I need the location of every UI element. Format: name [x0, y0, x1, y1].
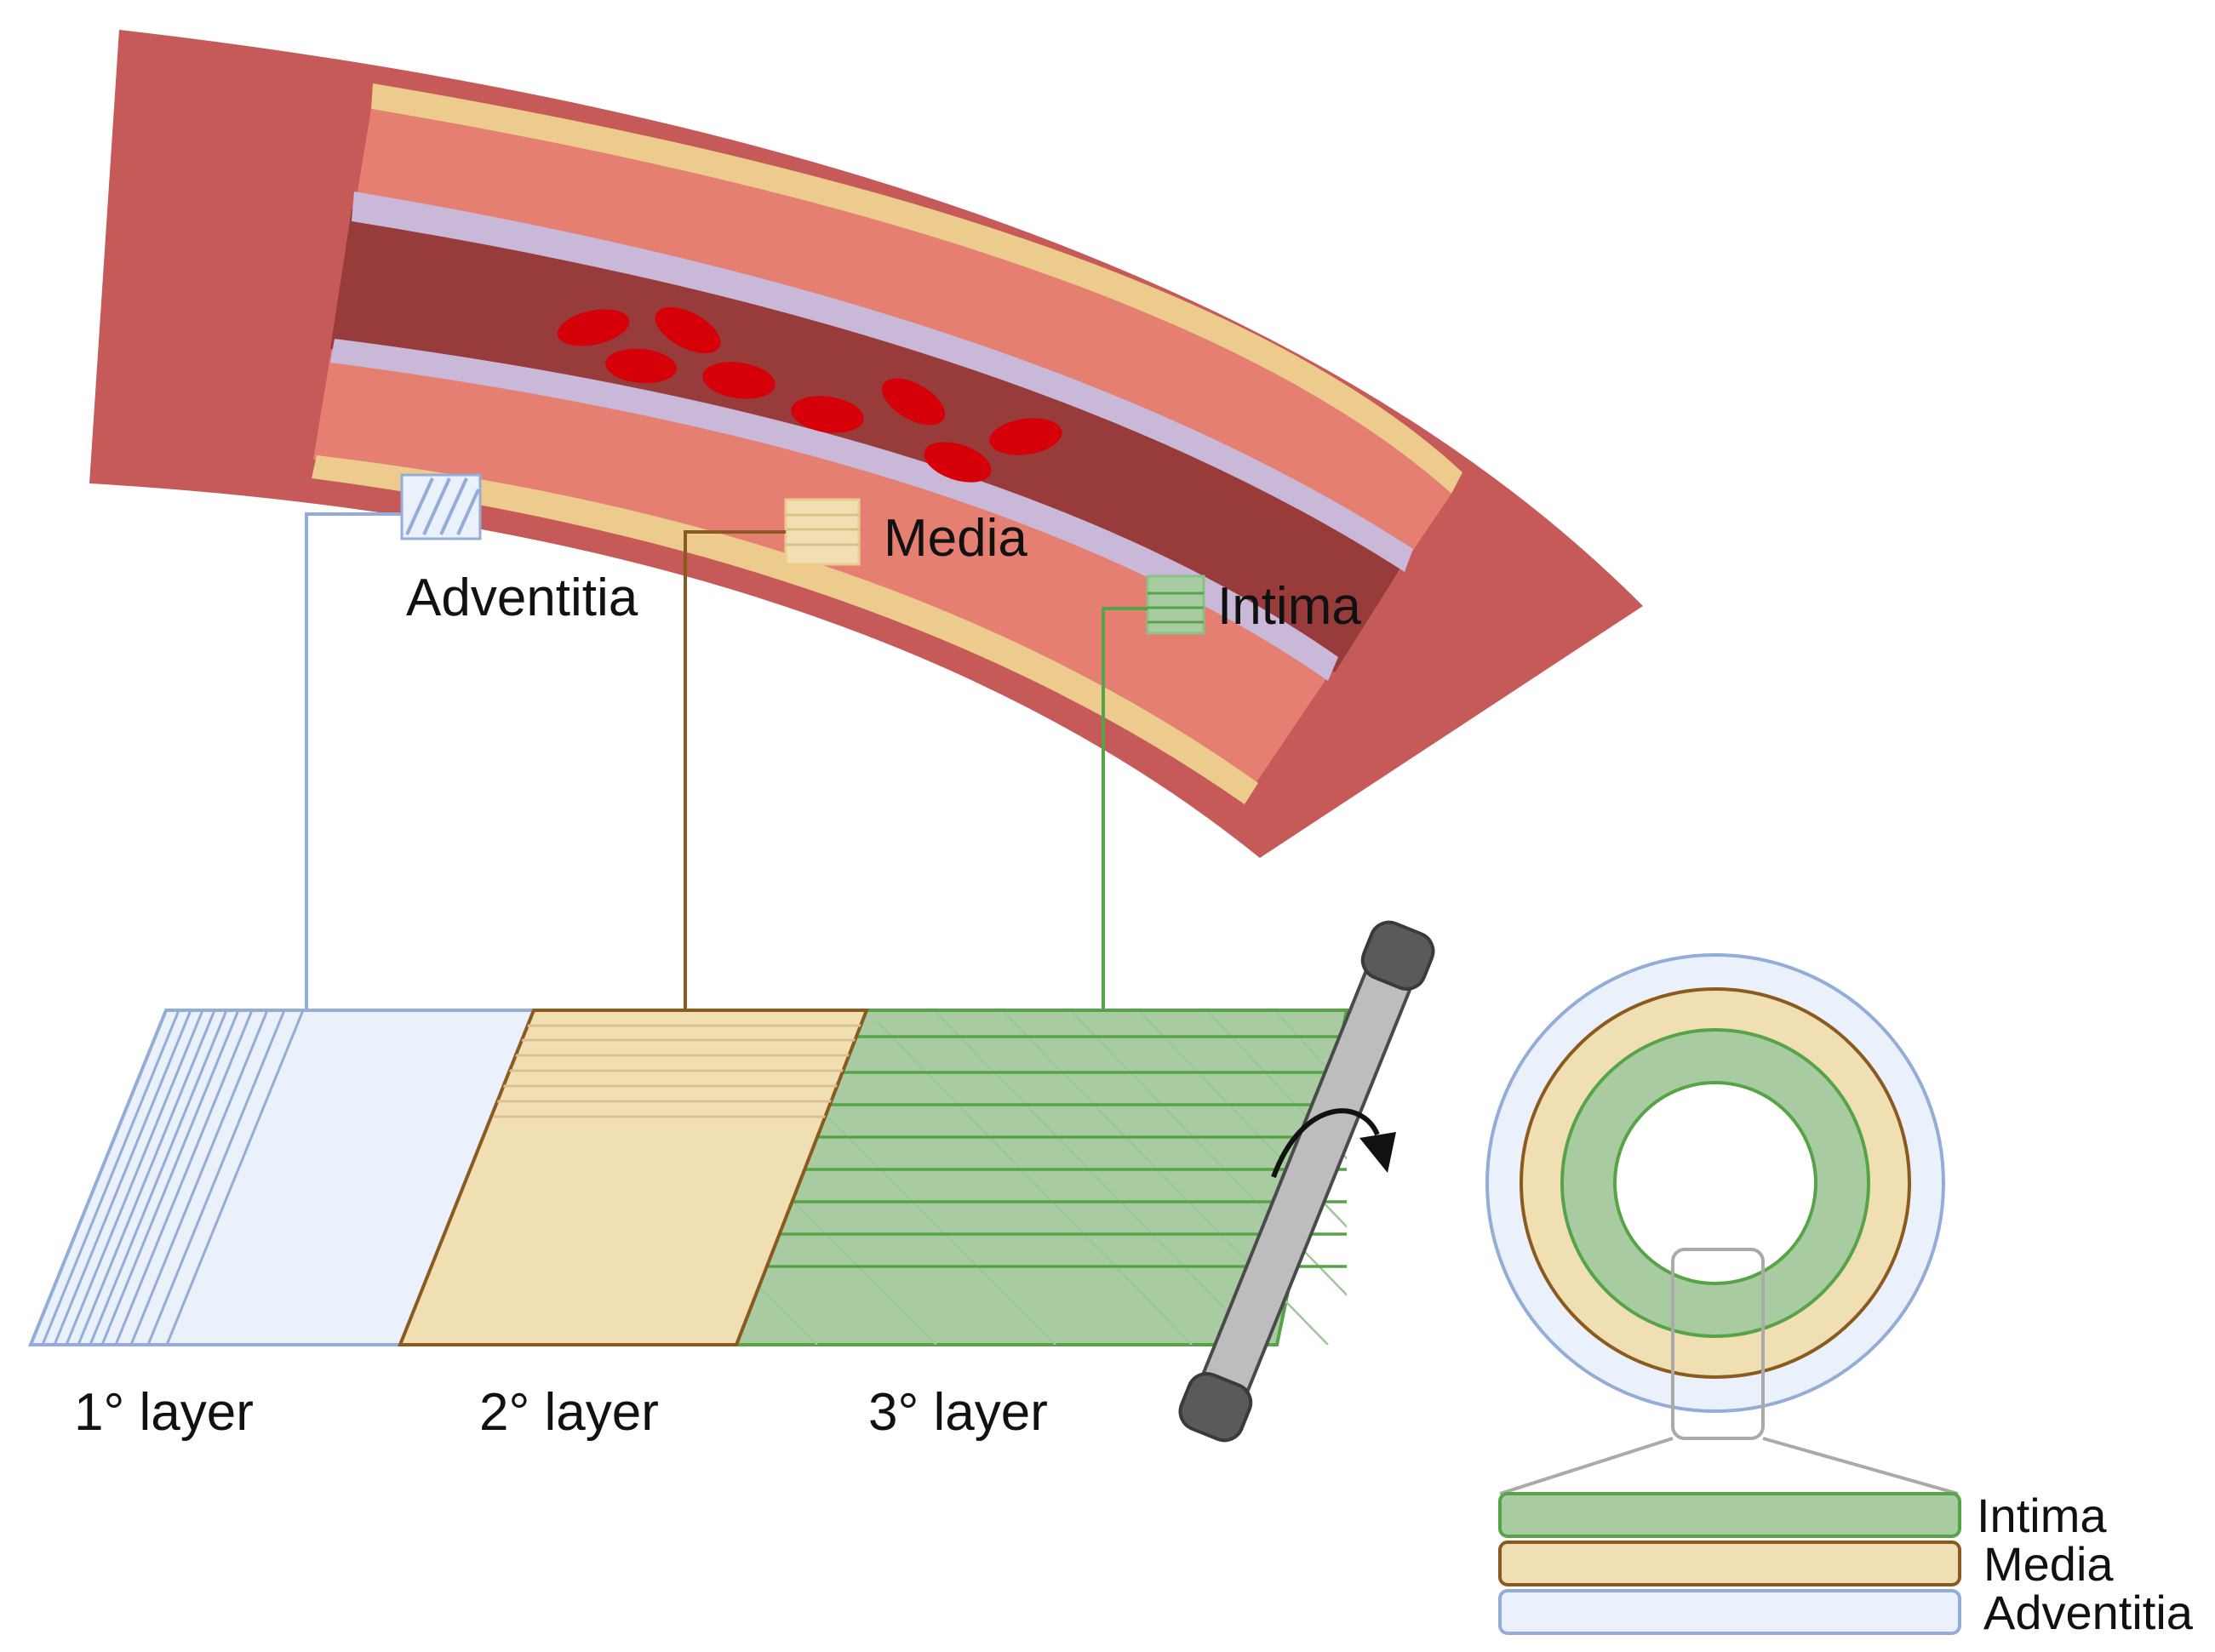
layer-stack: Intima Media Adventitia	[1498, 1489, 2194, 1639]
layer-1-label: 1° layer	[74, 1383, 254, 1442]
lumen-hole	[1613, 1081, 1817, 1285]
zoom-window	[1671, 1248, 1765, 1440]
stack-media	[1498, 1541, 1961, 1586]
blood-vessel	[89, 30, 1643, 858]
blood-cells	[557, 306, 1062, 483]
layer-2-media	[398, 1009, 869, 1346]
intima-band-lower	[330, 339, 1338, 681]
vessel-cross-section	[1485, 953, 1959, 1495]
blood-cell	[989, 418, 1062, 455]
blood-cell	[557, 309, 630, 346]
rotation-arrow-icon	[1271, 1108, 1396, 1179]
stack-adventitia	[1498, 1589, 1961, 1635]
layered-sheet: 1° layer 2° layer 3° layer	[28, 1009, 1349, 1442]
zoom-line-right	[1762, 1437, 1959, 1495]
layer-2-label: 2° layer	[479, 1383, 659, 1442]
vessel-yellow-band-upper	[371, 83, 1462, 494]
media-connector	[684, 530, 786, 1010]
stack-intima-label: Intima	[1977, 1489, 2107, 1542]
rod-cap-top	[1360, 920, 1435, 991]
adventitia-label: Adventitia	[406, 569, 638, 627]
intima-band-upper	[352, 191, 1413, 572]
zoom-line-left	[1499, 1437, 1674, 1495]
intima-marker	[1146, 574, 1205, 635]
stack-intima	[1498, 1492, 1961, 1538]
media-label: Media	[884, 509, 1027, 568]
stack-adventitia-label: Adventitia	[1983, 1586, 2194, 1639]
rod-cap-bottom	[1178, 1372, 1253, 1443]
layer-3-label: 3° layer	[868, 1383, 1048, 1442]
intima-label: Intima	[1217, 577, 1361, 636]
media-marker	[784, 498, 861, 566]
stack-media-label: Media	[1983, 1537, 2114, 1591]
blood-cell	[924, 442, 992, 483]
callouts: Adventitia Media Intima	[305, 473, 1361, 1010]
adventitia-connector	[305, 512, 402, 1010]
blood-cell	[791, 396, 864, 433]
adventitia-marker	[400, 473, 482, 540]
blood-cell	[881, 378, 946, 426]
blood-cell	[605, 348, 677, 384]
blood-cell	[655, 306, 721, 354]
mandrel-rod	[1178, 920, 1435, 1443]
intima-connector	[1102, 607, 1148, 1010]
blood-cell	[702, 362, 776, 399]
